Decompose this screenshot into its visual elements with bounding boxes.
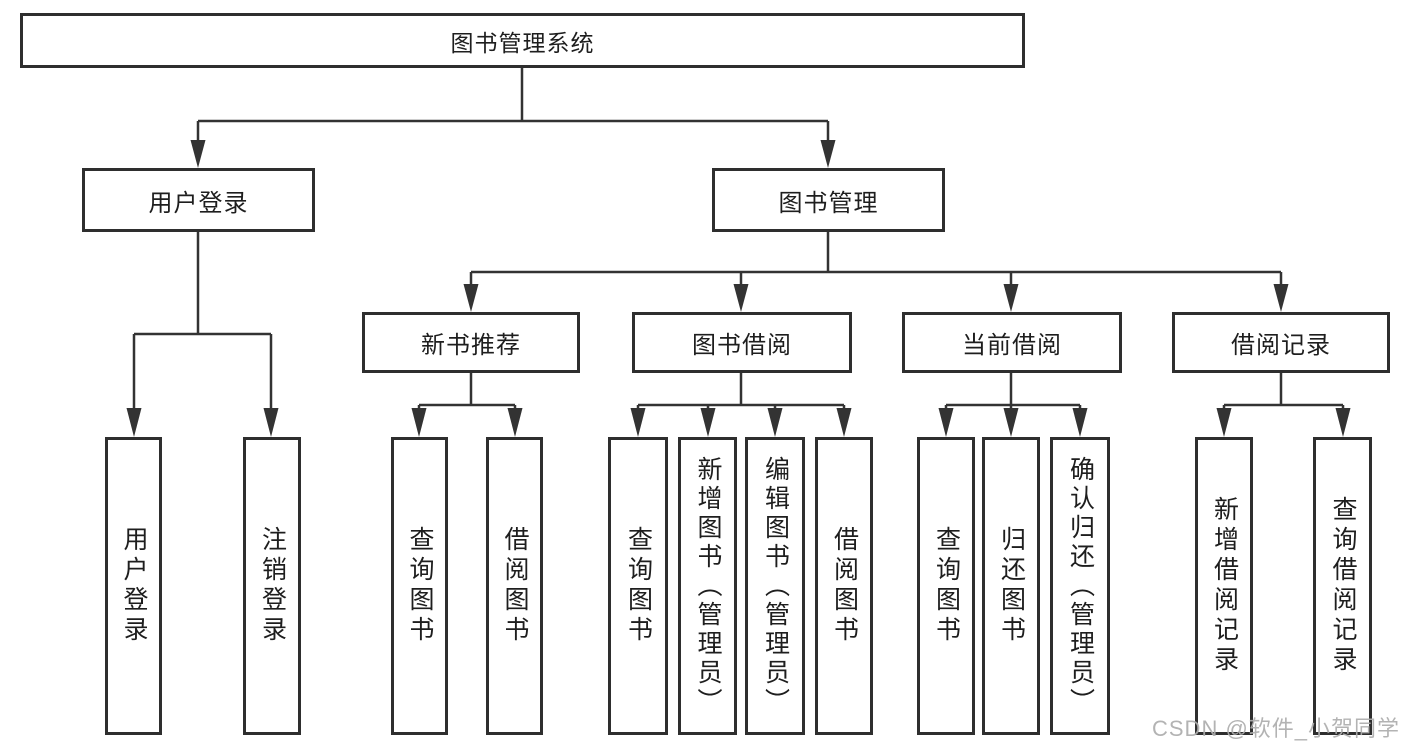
connector-current-borrowing bbox=[938, 373, 1088, 437]
connector-book-management-to-level3 bbox=[463, 232, 1289, 312]
leaf-query-borrow-record: 查询借阅记录 bbox=[1313, 437, 1372, 735]
node-user-login: 用户登录 bbox=[82, 168, 315, 232]
connector-book-borrowing bbox=[630, 373, 852, 437]
node-new-book-recommendation: 新书推荐 bbox=[362, 312, 580, 373]
leaf-query-books-recommend: 查询图书 bbox=[391, 437, 448, 735]
connector-new-book-recommendation bbox=[411, 373, 523, 437]
node-current-borrowing: 当前借阅 bbox=[902, 312, 1122, 373]
connector-borrowing-records bbox=[1216, 373, 1351, 437]
leaf-borrow-books: 借阅图书 bbox=[815, 437, 873, 735]
node-borrowing-records: 借阅记录 bbox=[1172, 312, 1390, 373]
leaf-add-books-admin: 新增图书（管理员） bbox=[678, 437, 737, 735]
node-book-borrowing: 图书借阅 bbox=[632, 312, 852, 373]
connector-root-to-level2 bbox=[190, 68, 836, 168]
leaf-query-books-current: 查询图书 bbox=[917, 437, 975, 735]
leaf-borrow-books-recommend: 借阅图书 bbox=[486, 437, 543, 735]
leaf-logout: 注销登录 bbox=[243, 437, 301, 735]
leaf-user-login: 用户登录 bbox=[105, 437, 162, 735]
node-library-management-system: 图书管理系统 bbox=[20, 13, 1025, 68]
leaf-add-borrow-record: 新增借阅记录 bbox=[1195, 437, 1253, 735]
leaf-return-books: 归还图书 bbox=[982, 437, 1040, 735]
connector-user-login-to-leaves bbox=[126, 232, 279, 437]
node-book-management: 图书管理 bbox=[712, 168, 945, 232]
leaf-query-books-borrowing: 查询图书 bbox=[608, 437, 668, 735]
csdn-watermark: CSDN @软件_小贺同学 bbox=[1152, 716, 1401, 741]
leaf-edit-books-admin: 编辑图书（管理员） bbox=[745, 437, 805, 735]
leaf-confirm-return-admin: 确认归还（管理员） bbox=[1050, 437, 1110, 735]
